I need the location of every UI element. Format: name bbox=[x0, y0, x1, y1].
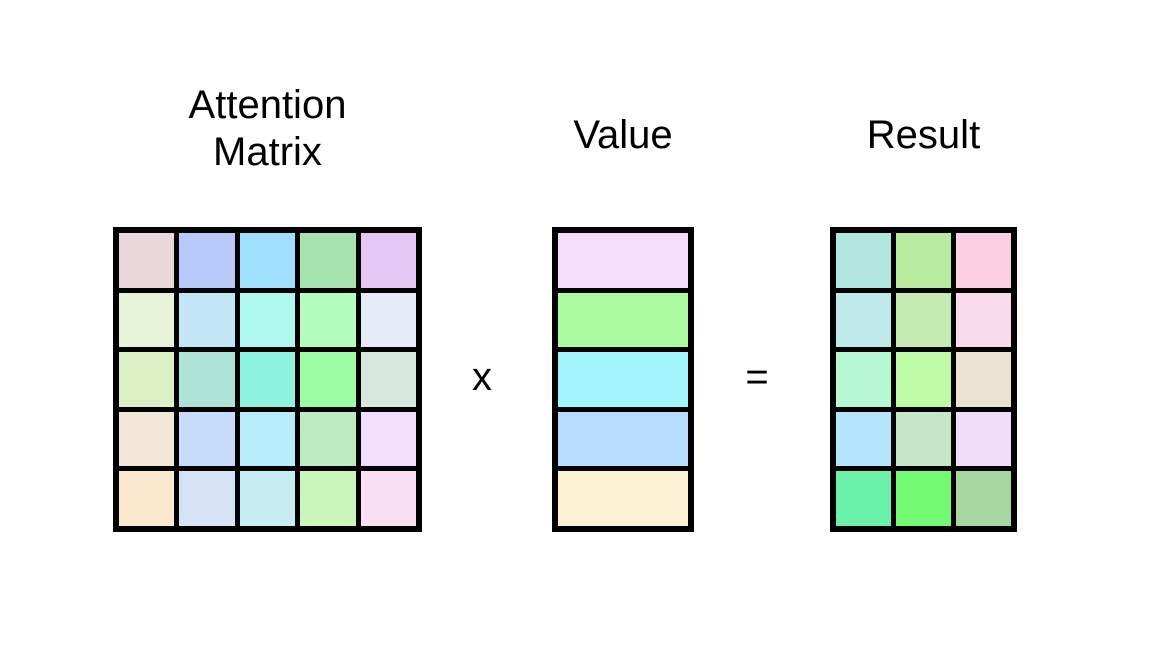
matrix-cell bbox=[956, 352, 1011, 407]
matrix-cell bbox=[239, 292, 296, 348]
result-matrix-grid bbox=[830, 227, 1017, 532]
equals-operator: = bbox=[745, 355, 769, 399]
matrix-cell bbox=[239, 411, 296, 467]
value-vector-grid bbox=[552, 227, 694, 532]
matrix-cell bbox=[896, 352, 951, 407]
matrix-cell bbox=[896, 292, 951, 348]
matrix-cell bbox=[179, 352, 235, 407]
matrix-cell bbox=[179, 471, 235, 526]
matrix-cell bbox=[558, 471, 688, 526]
matrix-cell bbox=[558, 233, 688, 288]
result-title: Result bbox=[866, 113, 981, 157]
matrix-cell bbox=[119, 352, 175, 407]
matrix-cell bbox=[956, 292, 1011, 348]
matrix-cell bbox=[836, 292, 891, 348]
matrix-cell bbox=[558, 411, 688, 467]
matrix-cell bbox=[239, 471, 296, 526]
matrix-cell bbox=[119, 233, 175, 288]
matrix-cell bbox=[836, 233, 891, 288]
matrix-cell bbox=[300, 411, 356, 467]
matrix-cell bbox=[836, 471, 891, 526]
matrix-cell bbox=[956, 471, 1011, 526]
attention-matrix-title-line2: Matrix bbox=[213, 130, 322, 175]
matrix-cell bbox=[360, 352, 416, 407]
matrix-cell bbox=[239, 352, 296, 407]
matrix-cell bbox=[360, 292, 416, 348]
matrix-cell bbox=[300, 471, 356, 526]
matrix-cell bbox=[896, 471, 951, 526]
matrix-cell bbox=[179, 233, 235, 288]
matrix-cell bbox=[558, 292, 688, 348]
attention-matrix-title-line1: Attention bbox=[188, 83, 347, 127]
matrix-cell bbox=[896, 233, 951, 288]
matrix-cell bbox=[239, 233, 296, 288]
matrix-cell bbox=[300, 352, 356, 407]
multiply-operator: x bbox=[472, 355, 492, 399]
matrix-cell bbox=[360, 411, 416, 467]
matrix-cell bbox=[300, 292, 356, 348]
matrix-cell bbox=[179, 292, 235, 348]
matrix-cell bbox=[119, 411, 175, 467]
matrix-cell bbox=[119, 471, 175, 526]
matrix-cell bbox=[836, 352, 891, 407]
matrix-cell bbox=[836, 411, 891, 467]
matrix-cell bbox=[360, 233, 416, 288]
matrix-cell bbox=[896, 411, 951, 467]
value-title: Value bbox=[573, 113, 673, 157]
matrix-cell bbox=[558, 352, 688, 407]
matrix-cell bbox=[360, 471, 416, 526]
matrix-cell bbox=[956, 233, 1011, 288]
matrix-cell bbox=[119, 292, 175, 348]
matrix-cell bbox=[956, 411, 1011, 467]
matrix-cell bbox=[179, 411, 235, 467]
matrix-cell bbox=[300, 233, 356, 288]
attention-matrix-title: Attention Matrix bbox=[113, 82, 422, 176]
attention-matrix-grid bbox=[113, 227, 422, 532]
